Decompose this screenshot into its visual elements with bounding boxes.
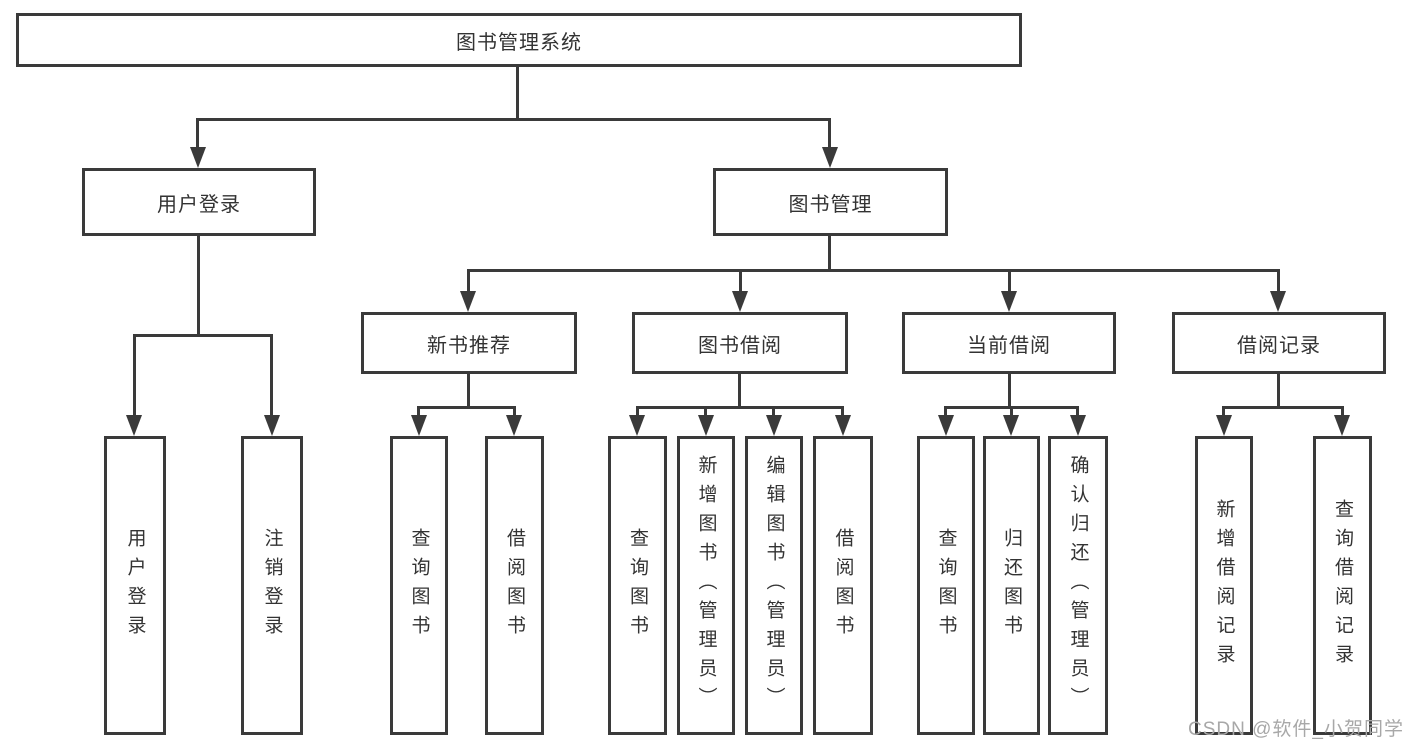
leaf-logout: 注销登录	[241, 436, 303, 735]
connector-user-login-stem	[197, 236, 200, 337]
arrow-down-icon	[822, 147, 838, 168]
arrow-down-icon	[126, 415, 142, 436]
node-new-book-recommend: 新书推荐	[361, 312, 577, 374]
node-library-system: 图书管理系统	[16, 13, 1022, 67]
connector-user-login-bus	[133, 334, 273, 337]
leaf-query-books-recommend: 查询图书	[390, 436, 448, 735]
connector-arrow-shaft	[828, 118, 831, 150]
arrow-down-icon	[460, 291, 476, 312]
connector-arrow-shaft	[1277, 269, 1280, 294]
leaf-borrow-books: 借阅图书	[813, 436, 873, 735]
connector-arrow-shaft	[513, 406, 516, 420]
connector-arrow-shaft	[944, 406, 947, 420]
connector-level2-bus	[197, 118, 831, 121]
connector-book-management-stem	[828, 236, 831, 272]
watermark: CSDN @软件_小贺同学	[1188, 719, 1404, 740]
connector-arrow-shaft	[772, 406, 775, 420]
leaf-query-books-borrow: 查询图书	[608, 436, 667, 735]
connector-new-book-bus	[417, 406, 516, 409]
arrow-down-icon	[1001, 291, 1017, 312]
connector-borrow-records-stem	[1277, 374, 1280, 409]
leaf-edit-book-admin: 编辑图书（管理员）	[745, 436, 803, 735]
connector-root-stem	[516, 67, 519, 120]
arrow-down-icon	[264, 415, 280, 436]
arrow-down-icon	[190, 147, 206, 168]
connector-book-borrow-stem	[738, 374, 741, 409]
leaf-query-books-current: 查询图书	[917, 436, 975, 735]
leaf-add-borrow-record: 新增借阅记录	[1195, 436, 1253, 735]
connector-arrow-shaft	[417, 406, 420, 420]
connector-book-borrow-bus	[636, 406, 844, 409]
connector-arrow-shaft	[270, 334, 273, 420]
arrow-down-icon	[1070, 415, 1086, 436]
arrow-down-icon	[1003, 415, 1019, 436]
arrow-down-icon	[732, 291, 748, 312]
node-book-management: 图书管理	[713, 168, 948, 236]
connector-arrow-shaft	[739, 269, 742, 294]
leaf-borrow-books-recommend: 借阅图书	[485, 436, 544, 735]
node-user-login: 用户登录	[82, 168, 316, 236]
connector-arrow-shaft	[133, 334, 136, 420]
node-book-borrow: 图书借阅	[632, 312, 848, 374]
arrow-down-icon	[698, 415, 714, 436]
arrow-down-icon	[938, 415, 954, 436]
connector-arrow-shaft	[1222, 406, 1225, 420]
node-borrow-records: 借阅记录	[1172, 312, 1386, 374]
arrow-down-icon	[411, 415, 427, 436]
arrow-down-icon	[1270, 291, 1286, 312]
arrow-down-icon	[1216, 415, 1232, 436]
connector-arrow-shaft	[1076, 406, 1079, 420]
connector-arrow-shaft	[467, 269, 470, 294]
leaf-add-book-admin: 新增图书（管理员）	[677, 436, 735, 735]
connector-arrow-shaft	[1341, 406, 1344, 420]
connector-arrow-shaft	[841, 406, 844, 420]
arrow-down-icon	[835, 415, 851, 436]
connector-arrow-shaft	[1010, 406, 1013, 420]
connector-arrow-shaft	[1008, 269, 1011, 294]
node-current-borrow: 当前借阅	[902, 312, 1116, 374]
connector-borrow-records-bus	[1222, 406, 1344, 409]
connector-new-book-stem	[467, 374, 470, 409]
connector-current-borrow-stem	[1008, 374, 1011, 409]
leaf-confirm-return-admin: 确认归还（管理员）	[1048, 436, 1108, 735]
connector-arrow-shaft	[636, 406, 639, 420]
leaf-query-borrow-record: 查询借阅记录	[1313, 436, 1372, 735]
arrow-down-icon	[766, 415, 782, 436]
leaf-return-book: 归还图书	[983, 436, 1040, 735]
connector-arrow-shaft	[704, 406, 707, 420]
arrow-down-icon	[629, 415, 645, 436]
connector-arrow-shaft	[196, 118, 199, 150]
connector-level3-bus	[467, 269, 1280, 272]
leaf-user-login: 用户登录	[104, 436, 166, 735]
arrow-down-icon	[1334, 415, 1350, 436]
arrow-down-icon	[506, 415, 522, 436]
